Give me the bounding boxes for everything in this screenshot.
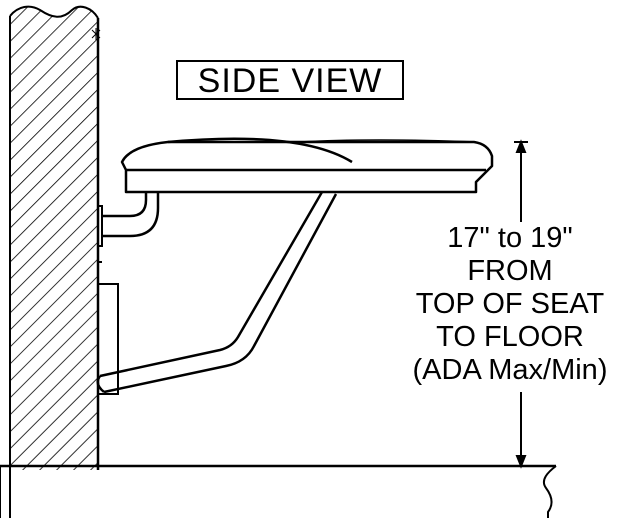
diagonal-support-leg <box>96 191 338 394</box>
seat-pan <box>120 137 494 194</box>
wall-section <box>9 5 101 470</box>
wall-break-mark <box>91 28 101 40</box>
view-title: SIDE VIEW <box>176 60 404 100</box>
dimension-note: 17" to 19" FROM TOP OF SEAT TO FLOOR (AD… <box>380 222 635 387</box>
dimension-note-line-1: 17" to 19" <box>447 222 573 254</box>
wall-mounting-plates <box>98 205 119 395</box>
dimension-note-line-5: (ADA Max/Min) <box>412 354 608 386</box>
dimension-note-line-3: TOP OF SEAT <box>415 288 605 320</box>
height-dimension-line <box>514 139 528 469</box>
floor-section <box>0 464 557 518</box>
dimension-note-line-2: FROM <box>467 255 553 287</box>
upper-bracket <box>102 192 160 238</box>
dimension-note-line-4: TO FLOOR <box>436 321 584 353</box>
